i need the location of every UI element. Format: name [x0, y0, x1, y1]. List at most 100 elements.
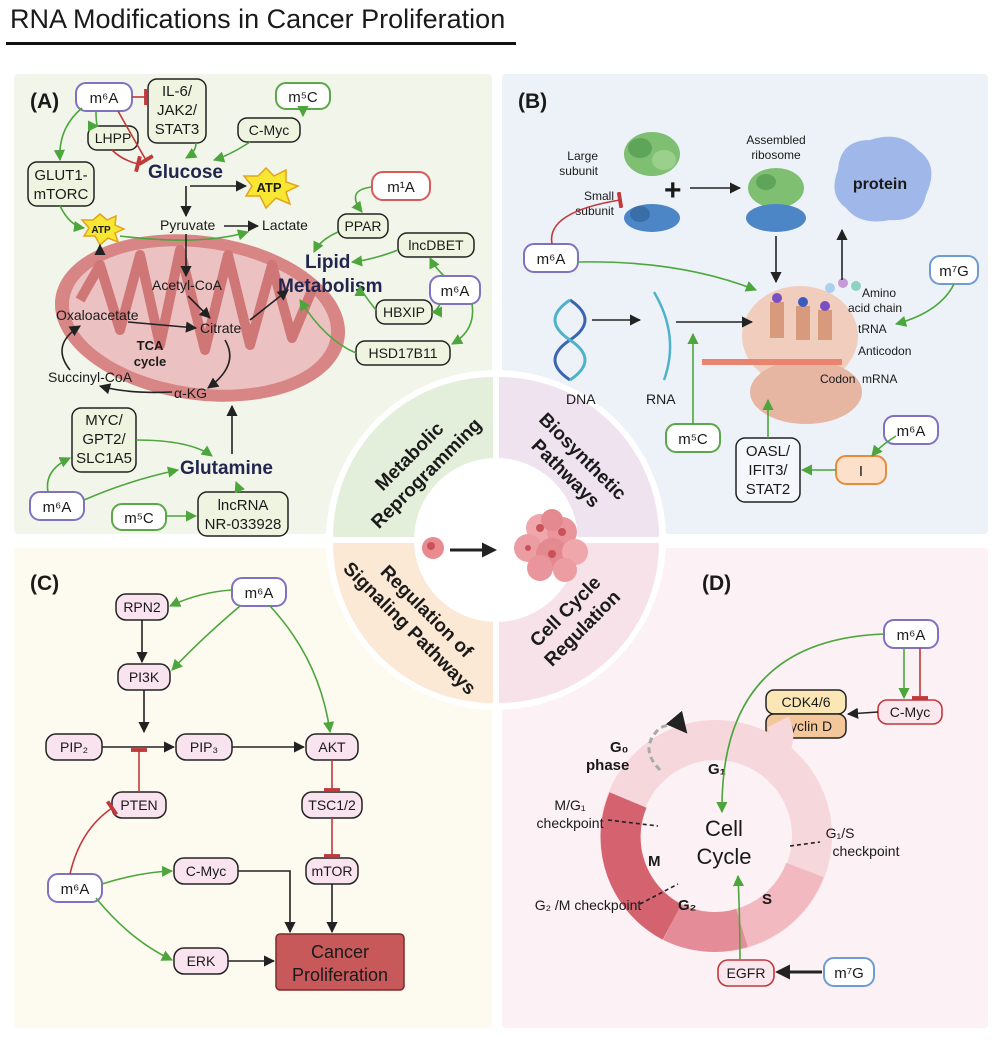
c-pip3: PIP₃ [190, 739, 218, 755]
a-lncdbet: lncDBET [408, 237, 464, 253]
d-egfr: EGFR [727, 965, 766, 981]
c-pi3k: PI3K [129, 669, 160, 685]
d-egfr-box [717, 959, 775, 987]
d-m: M [648, 853, 661, 870]
a-myc-line3: SLC1A5 [76, 450, 132, 467]
a-akg: α-KG [174, 385, 207, 401]
a-lhpp: LHPP [95, 130, 132, 146]
c-erk: ERK [187, 953, 216, 969]
b-m6a-right: m⁶A [897, 423, 926, 440]
panel-c: (C) m⁶A RPN2 PI3K PIP₂ PIP₃ AKT PTEN TSC… [30, 572, 405, 991]
d-g1s-line2: checkpoint [833, 843, 900, 859]
title-underline [6, 42, 516, 45]
a-cmyc-box [237, 117, 301, 143]
c-m6a-bottom: m⁶A [61, 881, 90, 898]
b-m6a-left: m⁶A [537, 251, 566, 268]
phase-s-arc [735, 862, 824, 948]
g0-loop-arrow [647, 710, 688, 772]
c-akt: AKT [318, 739, 346, 755]
c-pip2: PIP₂ [60, 739, 88, 755]
small-subunit-icon [624, 204, 680, 232]
a-m6a-bottom-box [29, 491, 85, 521]
b-large-subunit-line2: subunit [559, 164, 598, 178]
a-oxaloacetate: Oxaloacetate [56, 307, 139, 323]
panel-d-tag: (D) [702, 572, 731, 595]
c-cancer-line2: Proliferation [292, 965, 388, 985]
b-assembled-line2: ribosome [751, 148, 801, 162]
b-amino-line2: acid chain [848, 301, 902, 315]
c-m6a-bottom-box [47, 873, 103, 903]
b-m6a-left-box [523, 243, 579, 273]
mrna-strand [702, 359, 842, 365]
b-m7g: m⁷G [939, 263, 969, 280]
c-rpn2: RPN2 [123, 599, 161, 615]
c-cmyc: C-Myc [186, 863, 226, 879]
c-tsc: TSC1/2 [308, 797, 356, 813]
figure-title: RNA Modifications in Cancer Proliferatio… [10, 4, 506, 34]
b-anticodon: Anticodon [858, 344, 911, 358]
d-g1: G₁ [708, 761, 726, 778]
a-m6a-right: m⁶A [441, 283, 470, 300]
d-m7g-box [823, 957, 875, 987]
c-mtor: mTOR [312, 863, 353, 879]
center-wheel: Metabolic Reprogramming Biosynthetic Pat… [326, 370, 666, 710]
a-lactate: Lactate [262, 217, 308, 233]
a-glutamine: Glutamine [180, 458, 273, 479]
panel-a: (A) m⁶A IL-6/ JAK2/ STAT3 m⁵C C-Myc LHPP… [27, 78, 481, 537]
a-m1a-box [371, 171, 431, 201]
panel-b-tag: (B) [518, 90, 547, 113]
b-m5c: m⁵C [678, 431, 708, 448]
single-cell-icon [422, 537, 444, 559]
d-mg1-line2: checkpoint [537, 815, 604, 831]
b-large-subunit-line1: Large [567, 149, 598, 163]
phase-g2-arc [663, 903, 748, 952]
b-mrna: mRNA [862, 372, 897, 386]
c-pten: PTEN [120, 797, 157, 813]
a-il6-line1: IL-6/ [162, 83, 193, 100]
phase-m-arc [600, 792, 682, 940]
a-lipid-line2: Metabolism [278, 276, 383, 297]
panel-d-arrows [607, 633, 928, 980]
a-il6-line2: JAK2/ [157, 102, 198, 119]
a-acetyl-coa: Acetyl-CoA [152, 277, 223, 293]
a-glucose: Glucose [148, 162, 223, 183]
a-il6-line3: STAT3 [155, 121, 199, 138]
panel-b-arrows [550, 182, 955, 476]
a-atp-small: ATP [91, 225, 111, 236]
tumor-cluster-icon [514, 509, 588, 582]
b-rna: RNA [646, 391, 676, 407]
d-mg1-line1: M/G₁ [554, 797, 585, 813]
a-tca-line1: TCA [137, 338, 164, 353]
a-lncrna-line1: lncRNA [218, 497, 269, 514]
a-hbxip: HBXIP [383, 304, 425, 320]
panel-d: (D) m⁶A CDK4/6 Cyclin D C-Myc G₀ phase G… [535, 572, 943, 987]
a-m6a-bottom: m⁶A [43, 499, 72, 516]
d-m7g: m⁷G [834, 965, 864, 982]
protein-blob-icon [834, 136, 932, 222]
a-myc-line2: GPT2/ [82, 431, 126, 448]
b-m6a-right-box [883, 415, 939, 445]
a-myc-line1: MYC/ [85, 412, 123, 429]
d-s: S [762, 891, 772, 908]
assembled-ribosome-icon [746, 168, 806, 232]
d-cmyc: C-Myc [890, 704, 930, 720]
panel-b: (B) Large subunit + Small subunit Assemb… [518, 90, 979, 503]
a-ppar: PPAR [344, 218, 381, 234]
rna-strand-icon [652, 291, 672, 381]
a-lipid-line1: Lipid [305, 252, 350, 273]
a-il6-box [147, 78, 207, 144]
c-m6a-top: m⁶A [245, 585, 274, 602]
a-m6a-top: m⁶A [90, 90, 119, 107]
panel-c-tag: (C) [30, 572, 59, 595]
b-small-subunit-line2: subunit [575, 204, 614, 218]
a-tca-line2: cycle [134, 354, 167, 369]
b-dna: DNA [566, 391, 596, 407]
a-m6a-right-box [429, 275, 481, 305]
d-g0-line2: phase [586, 757, 629, 774]
a-pyruvate: Pyruvate [160, 217, 215, 233]
a-succinyl: Succinyl-CoA [48, 369, 133, 385]
b-oasl-line1: OASL/ [746, 443, 791, 460]
d-g2: G₂ [678, 897, 696, 914]
c-cancer-box [275, 933, 405, 991]
a-cmyc: C-Myc [249, 122, 289, 138]
